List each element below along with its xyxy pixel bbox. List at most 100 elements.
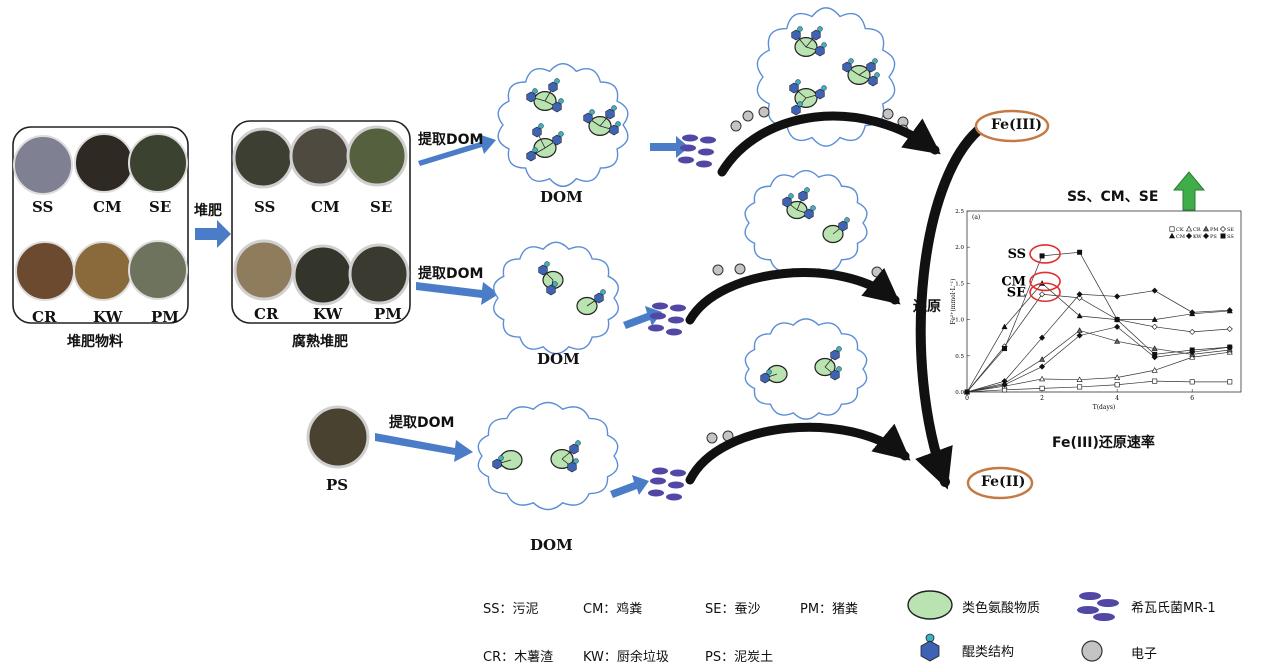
series-line-cm (966, 282, 1230, 393)
series-line-kw (966, 290, 1230, 393)
chart-caption: Fe(III)还原速率 (1052, 435, 1155, 451)
dom-label-3: DOM (530, 536, 573, 554)
cloud2-molecule-a (782, 187, 816, 220)
raw-code-kw: KW (93, 308, 123, 326)
mature-compost-caption: 腐熟堆肥 (292, 334, 348, 350)
compost-arrow (195, 220, 231, 248)
point-cr (1114, 374, 1121, 380)
ps-sample-photo (306, 405, 370, 469)
mature-code-cm: CM (311, 198, 340, 216)
chart-legend-pm: PM (1210, 227, 1218, 233)
series-line-ss (966, 251, 1230, 393)
raw-materials-caption: 堆肥物料 (67, 334, 123, 350)
point-cm (1001, 323, 1008, 330)
point-se (1076, 294, 1083, 301)
chart-legend-marker-ps (1202, 232, 1210, 240)
mature-code-se: SE (370, 198, 393, 216)
raw-photo-ss (13, 135, 73, 195)
point-se (1039, 291, 1046, 298)
chart-legend-marker-ck (1169, 226, 1175, 232)
legend-quinone-icon (920, 633, 940, 662)
point-kw (1039, 334, 1046, 341)
extract-dom-label-1: 提取DOM (418, 132, 484, 148)
electron-transfer-arrows (685, 111, 990, 490)
point-pm (1151, 345, 1158, 351)
raw-photo-cm (74, 133, 134, 193)
shewanella-group-2 (648, 302, 686, 336)
point-pm (1076, 327, 1083, 333)
chart-legend-marker-kw (1185, 232, 1193, 240)
highlight-cm (1029, 271, 1061, 292)
chart-ylabel: Fe²⁺(mmol·L⁻¹) (950, 278, 957, 324)
raw-code-ss: SS (32, 198, 54, 216)
raw-sample-photos (13, 133, 188, 301)
point-ck (1077, 384, 1083, 390)
mature-code-pm: PM (374, 305, 402, 323)
transfer-arrow-2 (685, 267, 901, 325)
series-line-pm (966, 330, 1230, 393)
legend-quinone-label: 醌类结构 (962, 645, 1015, 660)
legend-bacteria-label: 希瓦氏菌MR-1 (1131, 601, 1216, 616)
chart-legend-marker-pm (1202, 225, 1210, 232)
point-ck (1039, 385, 1045, 391)
point-ss (1152, 351, 1158, 357)
shewanella-group-3 (648, 467, 686, 501)
dom3-molecule-b (550, 440, 581, 473)
dom-cloud-3 (477, 401, 619, 511)
point-kw (1151, 287, 1158, 294)
series-line-ck (966, 380, 1230, 393)
electron-10 (706, 432, 718, 444)
chart-ytick: 1.5 (955, 281, 964, 287)
point-ss (1189, 347, 1195, 353)
enhanced-cloud-3 (744, 318, 868, 420)
dom2-molecule-b (576, 289, 606, 316)
extract-arrow-2 (416, 282, 499, 305)
chart-xtick: 0 (965, 395, 969, 402)
mature-photo-cr (233, 239, 295, 301)
chart-legend-kw: KW (1193, 234, 1203, 240)
shewanella-group-1 (678, 134, 716, 168)
cloud1-molecule-b (842, 58, 880, 87)
chart-legend-marker-cr (1185, 225, 1193, 232)
point-ps (1114, 323, 1121, 330)
chart-title: (a) (972, 214, 980, 221)
chart-ytick: 0.0 (955, 390, 964, 396)
transfer-arrow-3 (685, 422, 911, 485)
point-cr (1039, 375, 1046, 382)
raw-code-pm: PM (151, 308, 179, 326)
point-cm (1151, 316, 1158, 322)
electron-7 (712, 264, 724, 276)
raw-code-se: SE (149, 198, 172, 216)
legend-se: SE：蚕沙 (705, 602, 761, 617)
chart-ytick: 0.5 (955, 354, 964, 360)
chart-xtick: 4 (1115, 395, 1119, 402)
dom-label-2: DOM (537, 350, 580, 368)
fe2-label: Fe(II) (981, 474, 1026, 490)
electron-1 (730, 120, 742, 132)
legend-bacteria-icon (1077, 592, 1119, 621)
chart-legend-marker-cm (1168, 232, 1176, 239)
mature-code-cr: CR (254, 305, 279, 323)
series-line-cr (966, 351, 1230, 393)
point-ps (1039, 363, 1046, 370)
annot-cm: CM (1001, 274, 1026, 289)
point-se (1151, 323, 1158, 330)
mature-sample-photos (232, 125, 410, 306)
point-ss (1039, 253, 1045, 259)
point-cm (1076, 312, 1083, 319)
chart-xlabel: T(days) (1093, 404, 1116, 411)
point-se (1189, 328, 1196, 335)
annot-se: SE (1007, 285, 1026, 300)
fe2-oval (966, 466, 1034, 500)
series-line-se (966, 293, 1230, 393)
chart-legend-cr: CR (1193, 227, 1201, 233)
point-ss (1114, 317, 1120, 323)
dom-label-1: DOM (540, 188, 583, 206)
legend-ps: PS：泥炭土 (705, 650, 774, 665)
dom-arrow-2 (623, 306, 662, 329)
point-ps (1076, 332, 1083, 339)
legend-cm: CM：鸡粪 (583, 602, 643, 617)
point-cr (1151, 367, 1158, 373)
point-cr (1076, 376, 1083, 382)
